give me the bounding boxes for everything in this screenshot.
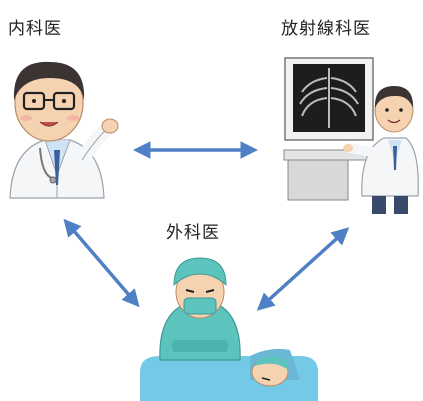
label-surgeon: 外科医 (166, 223, 220, 243)
radiologist-illustration (283, 57, 419, 214)
label-internist: 内科医 (8, 19, 62, 39)
internist-illustration (9, 61, 119, 199)
arrow-radiologist-surgeon (256, 227, 350, 311)
label-radiologist: 放射線科医 (281, 19, 371, 39)
surgeon-illustration (140, 257, 318, 401)
arrow-internist-surgeon (63, 218, 140, 308)
